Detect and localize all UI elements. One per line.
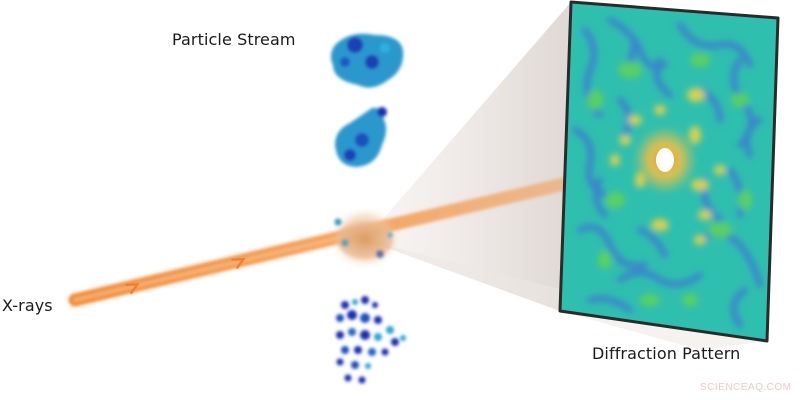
xrays-label: X-rays (2, 296, 53, 315)
diffraction-pattern-label: Diffraction Pattern (592, 344, 741, 363)
detector-screen (558, 0, 780, 343)
watermark: SCIENCEAQ.COM (700, 382, 792, 393)
arrow-icon (125, 257, 246, 295)
particle-1 (330, 33, 404, 88)
particle-stream-label: Particle Stream (172, 30, 296, 49)
particle-2 (335, 107, 387, 167)
direct-beam-spot (656, 148, 674, 172)
particle-3-in-beam (334, 214, 393, 262)
particle-4 (336, 296, 406, 384)
